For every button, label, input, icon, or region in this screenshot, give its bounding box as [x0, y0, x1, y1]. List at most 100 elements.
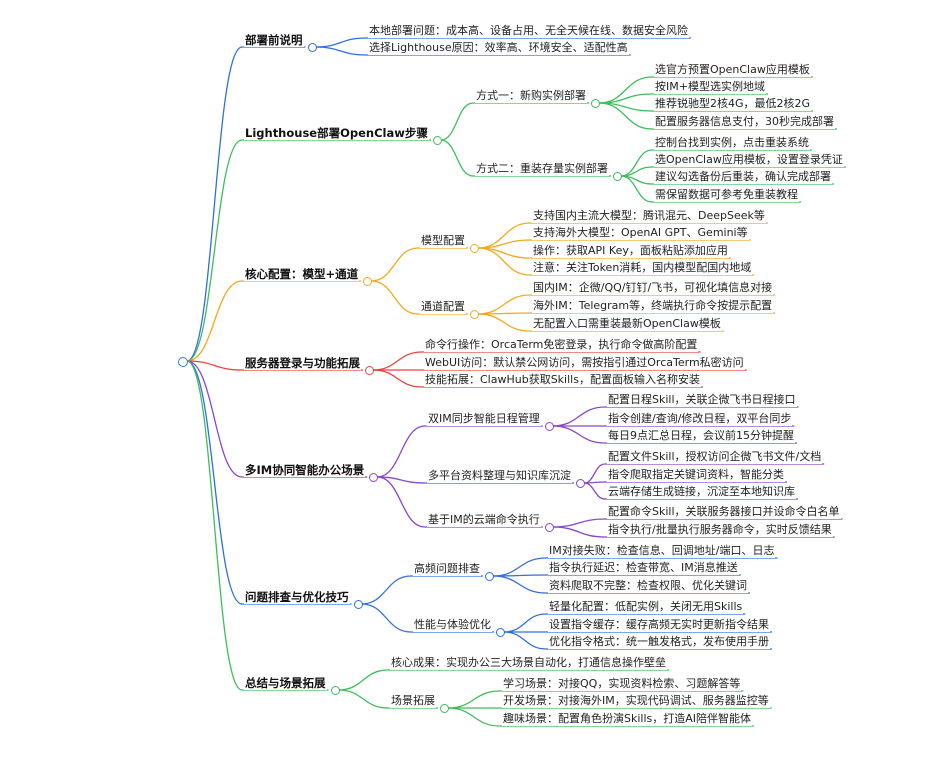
subnode[interactable]: 模型配置 — [420, 234, 466, 248]
leaf-node[interactable]: 趣味场景：配置角色扮演Skills，打造AI陪伴智能体 — [502, 712, 753, 726]
edge — [583, 463, 606, 484]
subnode[interactable]: 高频问题排查 — [413, 562, 481, 576]
subnode[interactable]: 命令行操作：OrcaTerm免密登录，执行命令做高阶配置 — [424, 338, 699, 352]
leaf-node[interactable]: 支持海外大模型：OpenAI GPT、Gemini等 — [532, 226, 749, 240]
branch-7[interactable]: 总结与场景拓展 — [244, 676, 327, 690]
leaf-node[interactable]: 配置文件Skill，授权访问企微飞书文件/文档 — [607, 450, 823, 464]
subnode-toggle-dot[interactable] — [470, 244, 479, 253]
edge — [338, 689, 389, 709]
leaf-node[interactable]: 学习场景：对接QQ，实现资料检索、习题解答等 — [502, 677, 742, 691]
branch-5[interactable]: 多IM协同智能办公场景 — [244, 463, 366, 477]
subnode-toggle-dot[interactable] — [470, 310, 479, 319]
leaf-node[interactable]: 指令执行延迟：检查带宽、IM消息推送 — [548, 561, 739, 575]
edge — [477, 247, 531, 276]
leaf-node[interactable]: 开发场景：对接海外IM，实现代码调试、服务器监控等 — [502, 694, 770, 708]
leaf-node[interactable]: 每日9点汇总日程，会议前15分钟提醒 — [607, 429, 795, 443]
edge — [315, 37, 367, 48]
leaf-node[interactable]: 国内IM：企微/QQ/钉钉/飞书，可视化填信息对接 — [532, 281, 774, 295]
subnode-toggle-dot[interactable] — [440, 704, 449, 713]
edge — [186, 280, 243, 362]
subnode[interactable]: 选择Lighthouse原因：效率高、环境安全、适配性高 — [368, 41, 629, 55]
edge — [361, 575, 412, 605]
subnode[interactable]: WebUI访问：默认禁公网访问，需按指引通过OrcaTerm私密访问 — [424, 356, 745, 370]
subnode-toggle-dot[interactable] — [591, 99, 600, 108]
edge — [440, 102, 474, 141]
branch-toggle-dot[interactable] — [307, 43, 317, 52]
leaf-node[interactable]: 云端存储生成链接，沉淀至本地知识库 — [607, 485, 796, 499]
edge — [186, 139, 243, 362]
leaf-node[interactable]: 配置服务器信息支付，30秒完成部署 — [654, 115, 835, 129]
leaf-node[interactable]: 支持国内主流大模型：腾讯混元、DeepSeek等 — [532, 209, 766, 223]
branch-3[interactable]: 核心配置：模型+通道 — [244, 267, 360, 281]
branch-toggle-dot[interactable] — [353, 600, 363, 609]
leaf-node[interactable]: 选OpenClaw应用模板，设置登录凭证 — [654, 153, 844, 167]
leaf-node[interactable]: 轻量化配置：低配实例，关闭无用Skills — [548, 600, 744, 614]
root-node[interactable] — [178, 357, 188, 367]
leaf-node[interactable]: 指令创建/查询/修改日程，双平台同步 — [607, 412, 793, 426]
edge — [186, 360, 243, 691]
leaf-node[interactable]: 资料爬取不完整：检查权限、优化关键词 — [548, 579, 748, 593]
subnode[interactable]: 双IM同步智能日程管理 — [427, 412, 541, 426]
leaf-node[interactable]: 需保留数据可参考免重装教程 — [654, 188, 799, 202]
leaf-node[interactable]: 指令爬取指定关键词资料，智能分类 — [607, 468, 785, 482]
subnode-toggle-dot[interactable] — [613, 172, 622, 181]
leaf-node[interactable]: 按IM+模型选实例地域 — [654, 80, 766, 94]
edge — [186, 360, 243, 371]
edge — [377, 476, 426, 484]
leaf-node[interactable]: 操作：获取API Key，面板粘贴添加应用 — [532, 244, 729, 258]
branch-toggle-dot[interactable] — [363, 277, 373, 286]
subnode[interactable]: 方式一：新购实例部署 — [475, 89, 587, 103]
edge — [492, 557, 547, 577]
leaf-node[interactable]: 注意：关注Token消耗，国内模型配国内地域 — [532, 261, 753, 275]
leaf-node[interactable]: 指令执行/批量执行服务器命令，实时反馈结果 — [607, 523, 833, 537]
edge — [377, 476, 426, 528]
leaf-node[interactable]: 设置指令缓存：缓存高频无实时更新指令结果 — [548, 618, 770, 632]
edge — [447, 707, 501, 727]
leaf-node[interactable]: 推荐锐驰型2核4G，最低2核2G — [654, 97, 812, 111]
edge — [492, 575, 547, 594]
subnode[interactable]: 核心成果：实现办公三大场景自动化，打通信息操作壁垒 — [390, 656, 667, 670]
edge — [371, 280, 419, 315]
leaf-node[interactable]: 选官方预置OpenClaw应用模板 — [654, 63, 811, 77]
leaf-node[interactable]: 无配置入口需重装最新OpenClaw模板 — [532, 317, 722, 331]
subnode[interactable]: 场景拓展 — [390, 694, 436, 708]
subnode-toggle-dot[interactable] — [544, 422, 554, 431]
subnode[interactable]: 基于IM的云端命令执行 — [427, 513, 541, 527]
leaf-node[interactable]: 优化指令格式：统一触发格式，发布使用手册 — [548, 635, 770, 649]
edge — [503, 613, 547, 633]
edge — [371, 247, 419, 282]
branch-toggle-dot[interactable] — [432, 136, 442, 145]
subnode[interactable]: 本地部署问题：成本高、设备占用、无全天候在线、数据安全风险 — [368, 24, 689, 38]
leaf-node[interactable]: 配置日程Skill，关联企微飞书日程接口 — [607, 393, 797, 407]
edge — [372, 369, 423, 388]
subnode[interactable]: 技能拓展：ClawHub获取Skills，配置面板输入名称安装 — [424, 373, 701, 387]
edge — [372, 351, 423, 371]
subnode-toggle-dot[interactable] — [576, 479, 585, 488]
edge — [338, 669, 389, 691]
leaf-node[interactable]: IM对接失败：检查信息、回调地址/端口、日志 — [548, 544, 776, 558]
leaf-node[interactable]: 建议勾选备份后重装，确认完成部署 — [654, 170, 832, 184]
leaf-node[interactable]: 海外IM：Telegram等，终端执行命令按提示配置 — [532, 299, 774, 313]
subnode[interactable]: 性能与体验优化 — [413, 618, 492, 632]
leaf-node[interactable]: 控制台找到实例，点击重装系统 — [654, 136, 810, 150]
edge — [477, 313, 531, 332]
subnode-toggle-dot[interactable] — [496, 628, 505, 637]
branch-toggle-dot[interactable] — [330, 686, 340, 695]
edge — [552, 406, 606, 427]
branch-4[interactable]: 服务器登录与功能拓展 — [244, 356, 361, 370]
branch-toggle-dot[interactable] — [365, 366, 374, 375]
edge — [440, 139, 474, 177]
subnode[interactable]: 通道配置 — [420, 300, 466, 314]
edge — [552, 518, 606, 528]
leaf-node[interactable]: 配置命令Skill，关联服务器接口并设命令白名单 — [607, 505, 841, 519]
branch-toggle-dot[interactable] — [369, 473, 379, 482]
subnode-toggle-dot[interactable] — [544, 523, 554, 532]
branch-6[interactable]: 问题排查与优化技巧 — [244, 590, 350, 604]
subnode[interactable]: 方式二：重装存量实例部署 — [475, 162, 609, 176]
branch-2[interactable]: Lighthouse部署OpenClaw步骤 — [244, 126, 429, 140]
branch-1[interactable]: 部署前说明 — [244, 33, 304, 47]
subnode-toggle-dot[interactable] — [485, 572, 494, 581]
subnode[interactable]: 多平台资料整理与知识库沉淀 — [427, 469, 572, 483]
